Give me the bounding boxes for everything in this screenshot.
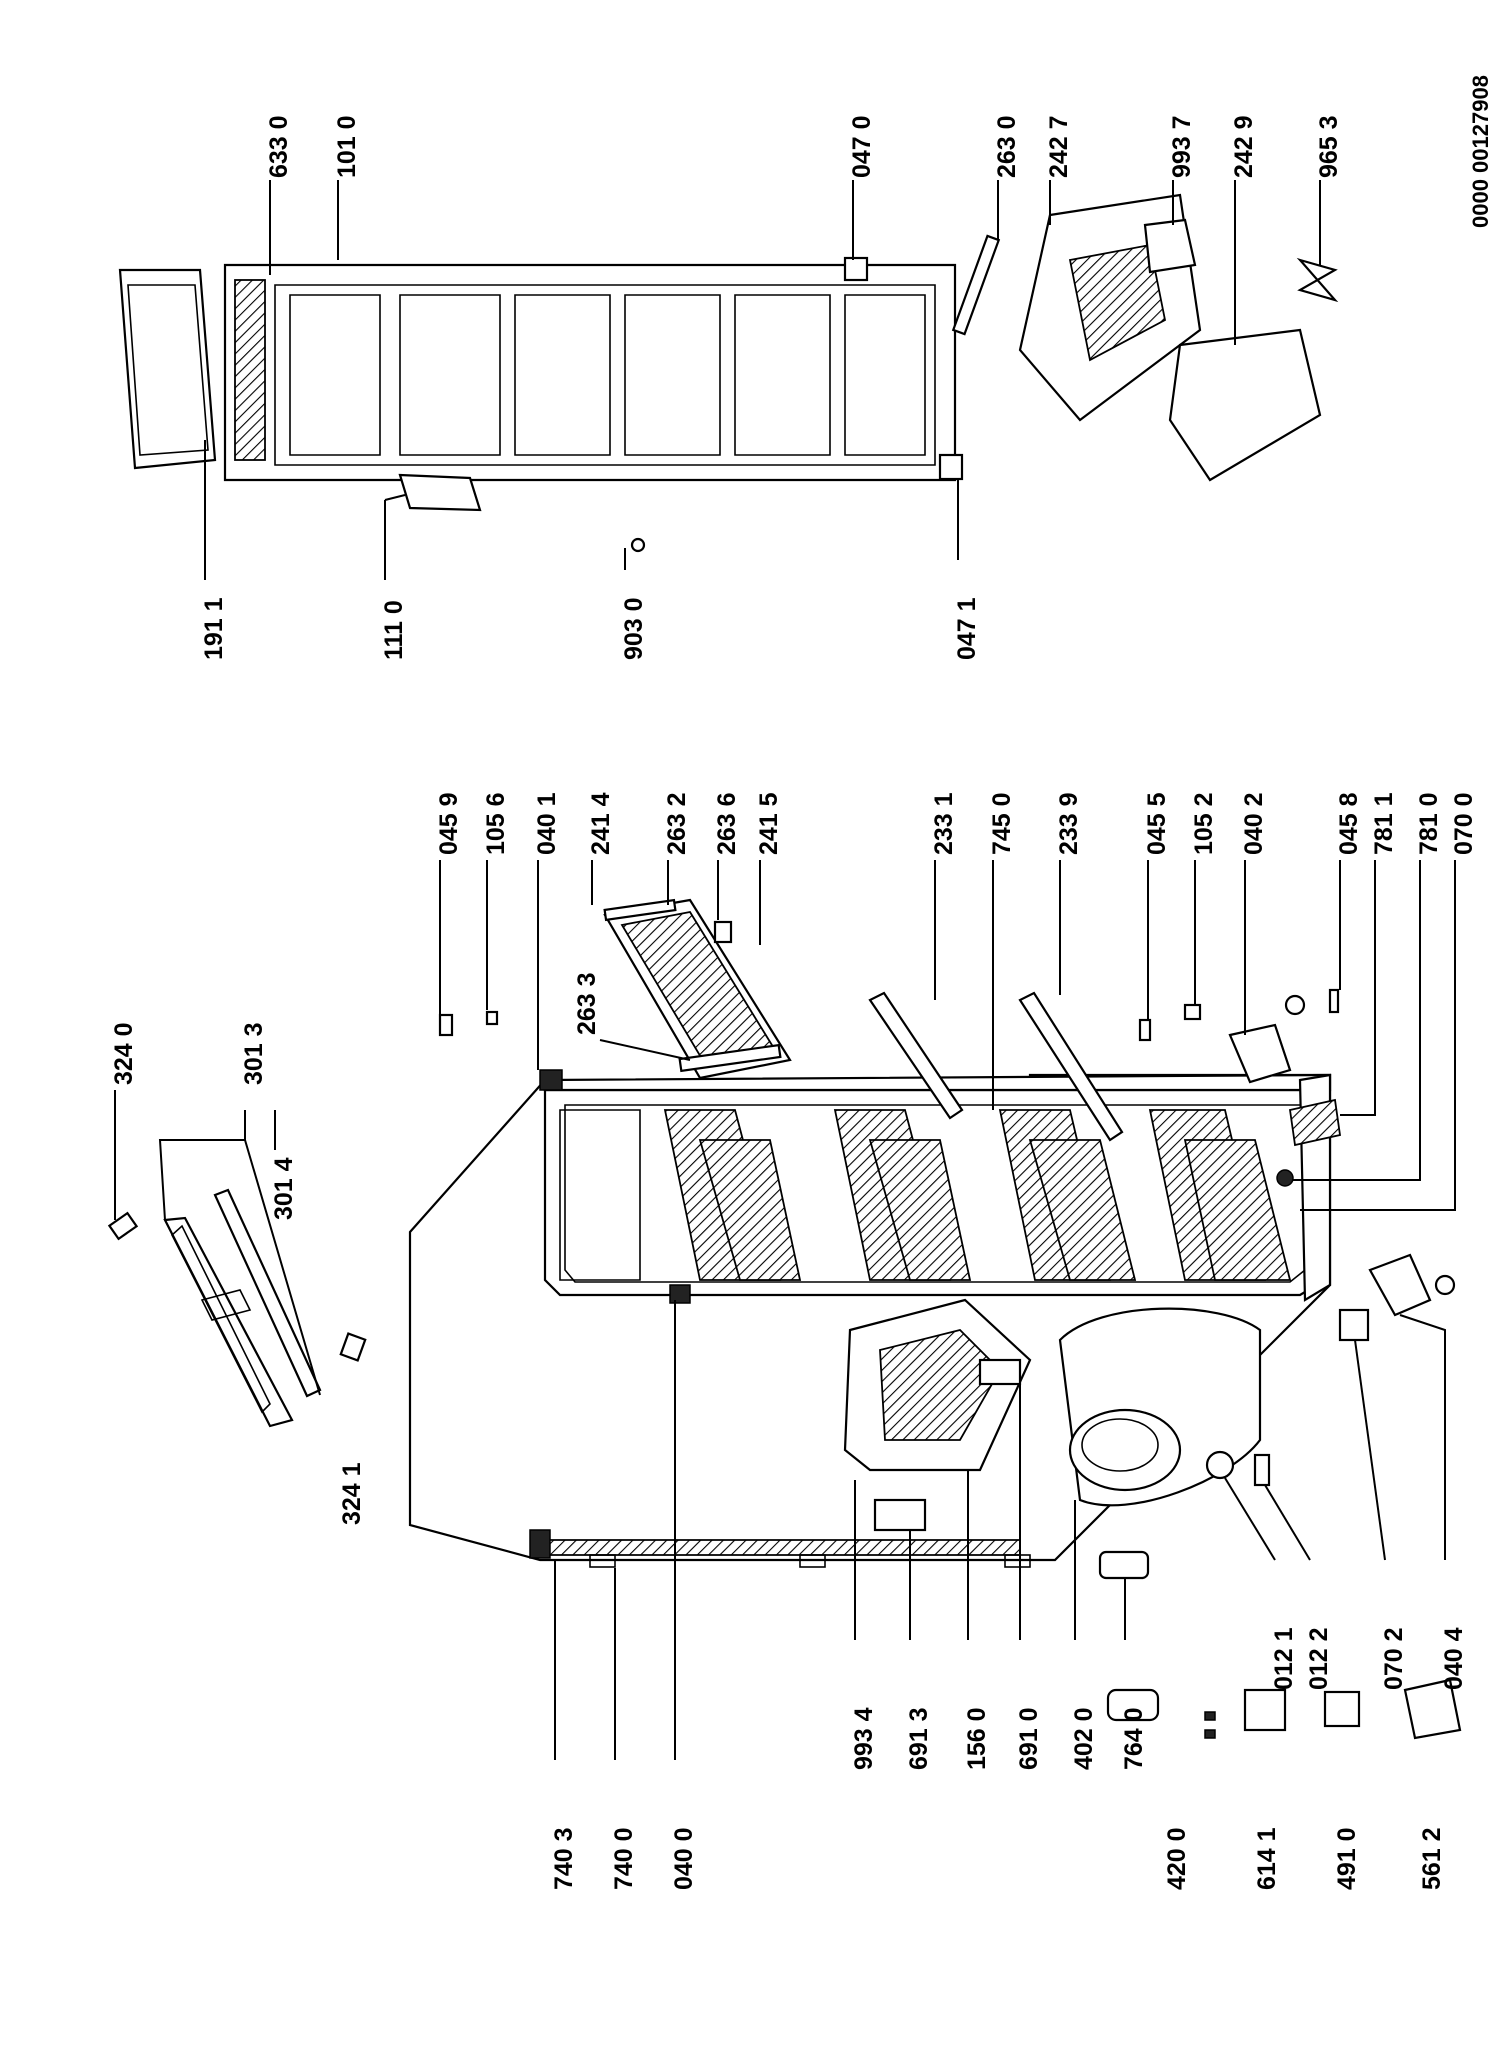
label-561-2: 561 2 (1418, 1827, 1446, 1890)
label-491-0: 491 0 (1333, 1827, 1361, 1890)
label-993-4: 993 4 (850, 1707, 878, 1770)
label-111-0: 111 0 (380, 600, 408, 660)
label-263-3: 263 3 (573, 972, 601, 1035)
label-764-0: 764 0 (1120, 1707, 1148, 1770)
freezer-baskets (663, 1109, 1292, 1281)
label-047-1: 047 1 (953, 597, 981, 660)
label-241-4: 241 4 (587, 792, 615, 855)
label-156-0: 156 0 (963, 1707, 991, 1770)
label-105-2: 105 2 (1190, 792, 1218, 855)
part-491-0 (1323, 1690, 1361, 1728)
top-strip-301-4 (213, 1188, 322, 1398)
label-012-2: 012 2 (1305, 1627, 1333, 1690)
label-012-1: 012 1 (1270, 1627, 1298, 1690)
label-105-6: 105 6 (482, 792, 510, 855)
slide-263-0 (951, 234, 1001, 336)
label-263-0: 263 0 (993, 115, 1021, 178)
cabinet-body (408, 1069, 1456, 1580)
label-233-1: 233 1 (930, 792, 958, 855)
hinge-cap-324-1 (339, 1332, 367, 1362)
cover-993-7 (1143, 218, 1197, 274)
label-301-4: 301 4 (270, 1157, 298, 1220)
label-691-0: 691 0 (1015, 1707, 1043, 1770)
part-561-2 (1403, 1678, 1462, 1740)
label-045-5: 045 5 (1143, 792, 1171, 855)
label-263-6: 263 6 (713, 792, 741, 855)
gasket-633-0 (234, 279, 266, 461)
hinge-040-1 (539, 1069, 563, 1091)
label-101-0: 101 0 (333, 115, 361, 178)
loose-components (1106, 1678, 1462, 1740)
foot-040-4 (1368, 1253, 1432, 1317)
label-301-3: 301 3 (240, 1022, 268, 1085)
screw-903-0 (630, 537, 646, 553)
hinge-cap-324-0 (107, 1211, 139, 1241)
label-993-7: 993 7 (1168, 115, 1196, 178)
label-040-4: 040 4 (1440, 1627, 1468, 1690)
label-045-9: 045 9 (435, 792, 463, 855)
rail-233-1 (868, 991, 964, 1120)
cap-740-3 (529, 1529, 551, 1559)
label-781-1: 781 1 (1370, 792, 1398, 855)
protector-012-2 (1253, 1453, 1271, 1487)
door-assembly (118, 256, 964, 553)
lamp-holder-420-0 (1106, 1688, 1160, 1722)
hinge-040-2 (1228, 1023, 1292, 1084)
thermostat-691-3 (873, 1498, 927, 1532)
label-070-0: 070 0 (1450, 792, 1478, 855)
label-633-0: 633 0 (265, 115, 293, 178)
leader-lines (114, 180, 1456, 1760)
label-070-2: 070 2 (1380, 1627, 1408, 1690)
label-420-0: 420 0 (1163, 1827, 1191, 1890)
label-691-3: 691 3 (905, 1707, 933, 1770)
hinge-040-0 (669, 1284, 691, 1304)
part-965-3 (1296, 257, 1339, 303)
top-panel-group (107, 1110, 367, 1428)
label-047-0: 047 0 (848, 115, 876, 178)
heater-740-0 (544, 1539, 1021, 1556)
fan-691-0 (978, 1358, 1022, 1386)
label-965-3: 965 3 (1315, 115, 1343, 178)
label-781-0: 781 0 (1415, 792, 1443, 855)
capacitor-764-0 (1098, 1550, 1150, 1580)
basket-rail-263-3 (678, 1043, 782, 1073)
label-614-1: 614 1 (1253, 1827, 1281, 1890)
label-242-9: 242 9 (1230, 115, 1258, 178)
label-241-5: 241 5 (755, 792, 783, 855)
light-cover-781-1 (1288, 1098, 1342, 1147)
foot-070-2 (1338, 1308, 1370, 1342)
label-040-2: 040 2 (1240, 792, 1268, 855)
part-labels: 191 1 111 0 903 0 047 1 633 0 101 0 047 … (110, 75, 1493, 1890)
cabinet-hardware (438, 898, 1342, 1187)
label-191-1: 191 1 (200, 597, 228, 660)
label-040-0: 040 0 (670, 1827, 698, 1890)
label-740-0: 740 0 (610, 1827, 638, 1890)
rail-233-9 (1018, 991, 1124, 1142)
label-324-1: 324 1 (338, 1462, 366, 1525)
label-263-2: 263 2 (663, 792, 691, 855)
label-242-7: 242 7 (1045, 115, 1073, 178)
label-324-0: 324 0 (110, 1022, 138, 1085)
label-740-3: 740 3 (550, 1827, 578, 1890)
drawer-parts (951, 193, 1339, 482)
hinge-047-1 (938, 453, 964, 481)
label-903-0: 903 0 (620, 597, 648, 660)
handle-111-0 (398, 473, 482, 512)
label-233-9: 233 9 (1055, 792, 1083, 855)
door-panel-191-1 (118, 268, 217, 470)
drawer-242-9 (1168, 328, 1322, 482)
document-number: 0000 00127908 (1468, 75, 1493, 228)
label-040-1: 040 1 (533, 792, 561, 855)
clip-263-6 (713, 920, 733, 944)
relay-012-1 (1205, 1450, 1235, 1480)
label-045-8: 045 8 (1335, 792, 1363, 855)
label-745-0: 745 0 (988, 792, 1016, 855)
switch-614-1 (1243, 1688, 1287, 1732)
label-402-0: 402 0 (1070, 1707, 1098, 1770)
compressor-402-0 (1068, 1408, 1182, 1492)
hinge-047-0 (843, 256, 869, 282)
